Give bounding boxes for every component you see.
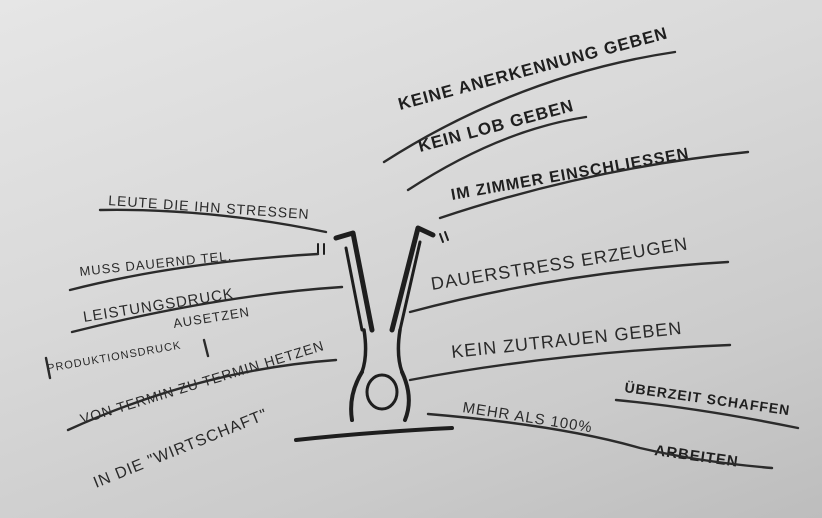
branch-kein-zutrauen: KEIN ZUTRAUEN GEBEN xyxy=(408,318,732,382)
branch-im-zimmer: IM ZIMMER EINSCHLIESSEN xyxy=(438,145,750,220)
branch-leute-stressen: LEUTE DIE IHN STRESSEN xyxy=(98,192,328,234)
underline-dauerstress xyxy=(408,260,730,314)
figure-left-leg-inner xyxy=(344,246,364,332)
motion-marks-left xyxy=(317,243,325,255)
underline-kein-zutrauen xyxy=(408,343,732,382)
figure-left-leg xyxy=(333,230,375,333)
label-kein-zutrauen: KEIN ZUTRAUEN GEBEN xyxy=(450,318,683,362)
underline-ueberzeit xyxy=(614,398,800,430)
label-in-die-wirtschaft: IN DIE "WIRTSCHAFT" xyxy=(91,406,270,492)
underline-leute-stressen xyxy=(98,208,328,234)
underline-mehr-als xyxy=(426,412,774,470)
underline-im-zimmer xyxy=(438,150,750,220)
label-im-zimmer: IM ZIMMER EINSCHLIESSEN xyxy=(450,145,691,204)
branch-dauerstress: DAUERSTRESS ERZEUGEN xyxy=(408,234,730,314)
label-arbeiten: ARBEITEN xyxy=(653,442,739,471)
branch-ueberzeit: ÜBERZEIT SCHAFFEN xyxy=(614,379,800,430)
branch-leistungsdruck: LEISTUNGSDRUCK AUSETZEN xyxy=(70,285,344,334)
motion-marks-right xyxy=(439,231,449,243)
figure-right-leg-inner xyxy=(398,240,422,332)
branch-von-termin: VON TERMIN ZU TERMIN HETZEN xyxy=(66,337,338,432)
figure-ground-line xyxy=(294,426,454,442)
handstand-figure xyxy=(294,225,454,442)
branch-in-die-wirtschaft: IN DIE "WIRTSCHAFT" xyxy=(91,406,270,492)
label-keine-anerkennung: KEINE ANERKENNUNG GEBEN xyxy=(396,23,670,113)
branch-muss-dauernd: MUSS DAUERND TEL. xyxy=(68,248,320,292)
underline-von-termin xyxy=(66,358,338,432)
figure-arms xyxy=(349,370,411,422)
figure-right-leg xyxy=(389,225,436,333)
bracket-left xyxy=(44,356,52,380)
label-leute-stressen: LEUTE DIE IHN STRESSEN xyxy=(108,192,310,222)
label-kein-lob: KEIN LOB GEBEN xyxy=(416,96,576,156)
figure-head xyxy=(365,373,399,411)
underline-kein-lob xyxy=(406,115,588,192)
branch-mehr-als: MEHR ALS 100% ARBEITEN xyxy=(426,399,774,471)
label-produktionsdruck: PRODUKTIONSDRUCK xyxy=(46,340,182,375)
branch-produktionsdruck: PRODUKTIONSDRUCK xyxy=(44,338,210,380)
bracket-right xyxy=(202,338,210,358)
underline-keine-anerkennung xyxy=(382,50,677,164)
figure-torso xyxy=(360,328,404,374)
label-dauerstress: DAUERSTRESS ERZEUGEN xyxy=(429,234,689,294)
underline-muss-dauernd xyxy=(68,252,320,292)
underline-leistungsdruck xyxy=(70,285,344,334)
label-mehr-als: MEHR ALS 100% xyxy=(461,399,593,436)
